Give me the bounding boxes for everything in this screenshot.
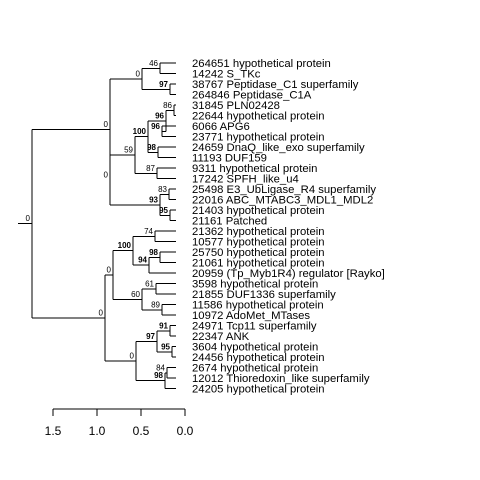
support-value: 98 xyxy=(154,371,163,380)
tip-label: 24971 Tcp11 superfamily xyxy=(192,321,317,333)
tip-label: 17242 SPFH_like_u4 xyxy=(192,174,299,186)
tip-label: 11586 hypothetical protein xyxy=(192,300,324,312)
tip-label: 6066 APG6 xyxy=(192,121,250,133)
support-value: 95 xyxy=(161,342,170,351)
tip-label: 22016 ABC_MTABC3_MDL1_MDL2 xyxy=(192,195,373,207)
tip-label: 24659 DnaQ_like_exo superfamily xyxy=(192,142,365,154)
tip-label: 21362 hypothetical protein xyxy=(192,226,325,238)
tip-label: 12012 Thioredoxin_like superfamily xyxy=(192,373,370,385)
tip-label: 21403 hypothetical protein xyxy=(192,205,325,217)
support-value: 98 xyxy=(149,248,158,257)
support-value: 94 xyxy=(138,256,147,265)
support-value: 98 xyxy=(147,143,156,152)
tip-label: 24205 hypothetical protein xyxy=(192,384,325,396)
support-value: 0 xyxy=(130,351,135,360)
scale-bar-tick-label: 1.5 xyxy=(45,424,62,438)
support-value: 100 xyxy=(118,241,132,250)
tip-label: 10577 hypothetical protein xyxy=(192,237,325,249)
tip-label: 20959 (Tp_Myb1R4) regulator [Rayko] xyxy=(192,268,385,280)
tip-label: 21855 DUF1336 superfamily xyxy=(192,289,336,301)
support-value: 96 xyxy=(155,111,164,120)
tip-label: 9311 hypothetical protein xyxy=(192,163,317,175)
scale-bar-tick-label: 0.0 xyxy=(177,424,194,438)
support-value: 60 xyxy=(131,290,140,299)
tip-label: 21061 hypothetical protein xyxy=(192,258,325,270)
tip-label: 3604 hypothetical protein xyxy=(192,342,318,354)
support-value: 91 xyxy=(159,321,168,330)
support-value: 87 xyxy=(146,164,155,173)
support-value: 93 xyxy=(149,195,158,204)
tip-label: 11193 DUF159 xyxy=(192,153,267,165)
support-value: 74 xyxy=(144,227,153,236)
support-value: 97 xyxy=(146,332,155,341)
support-value: 0 xyxy=(26,214,31,223)
tip-label: 25750 hypothetical protein xyxy=(192,247,325,259)
support-value: 61 xyxy=(145,279,154,288)
support-value: 0 xyxy=(99,308,104,317)
support-value: 0 xyxy=(104,120,109,129)
support-value: 0 xyxy=(104,170,109,179)
tip-label: 3598 hypothetical protein xyxy=(192,279,318,291)
tip-label: 38767 Peptidase_C1 superfamily xyxy=(192,79,359,91)
tip-label: 22347 ANK xyxy=(192,331,250,343)
support-value: 0 xyxy=(136,69,141,78)
support-value: 89 xyxy=(151,300,160,309)
support-value: 96 xyxy=(151,122,160,131)
tip-label: 24456 hypothetical protein xyxy=(192,352,325,364)
tip-label: 14242 S_TKc xyxy=(192,69,261,81)
tip-label: 264846 Peptidase_C1A xyxy=(192,90,312,102)
support-value: 59 xyxy=(124,145,133,154)
tip-label: 21161 Patched xyxy=(192,216,267,228)
support-value: 100 xyxy=(133,127,147,136)
scale-bar-tick-label: 0.5 xyxy=(133,424,150,438)
tip-label: 10972 AdoMet_MTases xyxy=(192,310,310,322)
tip-label: 23771 hypothetical protein xyxy=(192,132,325,144)
support-value: 46 xyxy=(149,59,158,68)
support-value: 0 xyxy=(107,265,112,274)
tip-label: 264651 hypothetical protein xyxy=(192,58,331,70)
support-value: 86 xyxy=(163,101,172,110)
scale-bar-tick-label: 1.0 xyxy=(89,424,106,438)
support-value: 97 xyxy=(159,80,168,89)
support-value: 95 xyxy=(159,206,168,215)
tip-label: 22644 hypothetical protein xyxy=(192,111,325,123)
tip-label: 2674 hypothetical protein xyxy=(192,363,318,375)
support-value: 84 xyxy=(156,363,165,372)
support-value: 83 xyxy=(158,185,167,194)
tip-label: 25498 E3_UbLigase_R4 superfamily xyxy=(192,184,376,196)
tip-label: 31845 PLN02428 xyxy=(192,100,280,112)
